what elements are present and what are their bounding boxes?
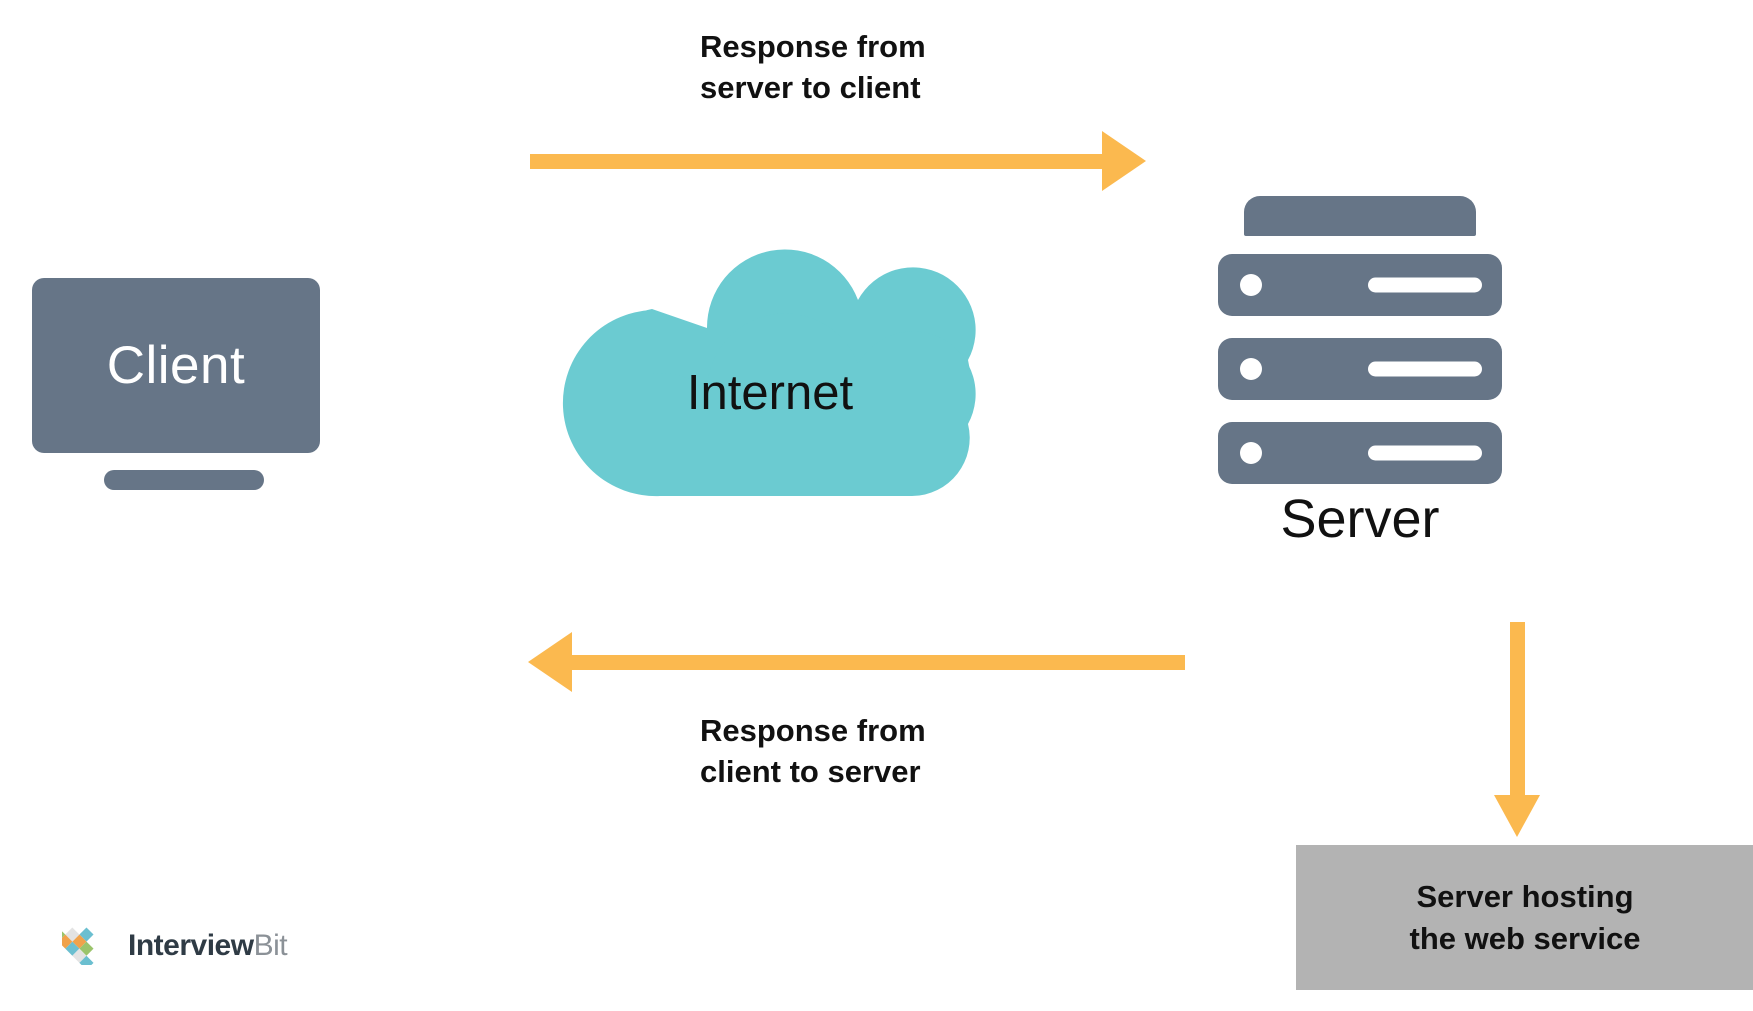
server-label: Server [1280,489,1440,549]
hosting-note-box[interactable]: Server hosting the web service [1296,845,1753,990]
hosting-note-label: Server hosting the web service [1409,879,1641,956]
arrow-head-right-icon [1102,131,1146,191]
monitor-icon: Client [32,278,320,453]
logo-word-interview: Interview [128,929,254,962]
cloud-icon [562,249,976,497]
logo-word-bit: Bit [253,929,288,962]
arrow-caption-bottom: Response from client to server [700,713,926,790]
server-top-cap-icon [1244,196,1476,236]
server-slot-bar-icon [1368,361,1482,377]
arrow-caption-top: Response from server to client [700,29,926,106]
server-bay-2-icon [1218,338,1502,400]
server-led-icon [1240,358,1262,380]
server-led-icon [1240,442,1262,464]
interviewbit-wordmark: InterviewBit [128,929,288,963]
server-node[interactable]: Server [1218,196,1508,549]
server-bay-3-icon [1218,422,1502,484]
arrow-shaft-server-to-hosting [1510,622,1525,802]
monitor-stand-icon [104,470,264,490]
arrow-shaft-client-to-server [570,655,1185,670]
server-bay-1-icon [1218,254,1502,316]
interviewbit-diamond-logo-icon [62,927,94,965]
arrow-head-down-icon [1494,795,1540,837]
internet-node[interactable]: Internet [560,228,980,498]
interviewbit-logo[interactable]: InterviewBit [62,920,362,972]
client-node[interactable]: Client [32,278,322,490]
client-label: Client [106,336,246,395]
server-led-icon [1240,274,1262,296]
server-slot-bar-icon [1368,277,1482,293]
server-slot-bar-icon [1368,445,1482,461]
arrow-head-left-icon [528,632,572,692]
arrow-shaft-server-to-client [530,154,1105,169]
